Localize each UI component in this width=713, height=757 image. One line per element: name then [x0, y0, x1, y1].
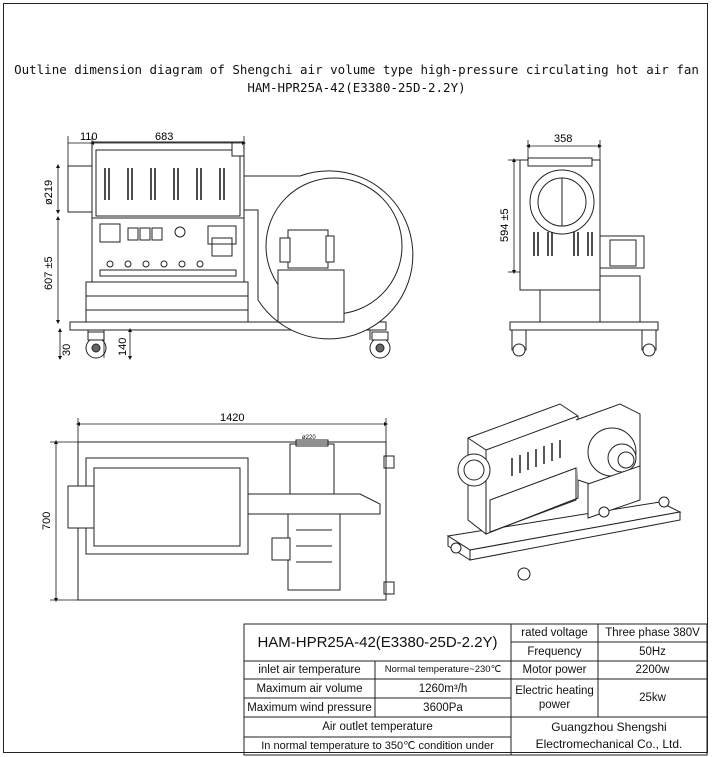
- dim-top-length: 1420: [220, 412, 244, 424]
- spec-table-grid: [243, 623, 708, 756]
- company-name-line1: Guangzhou Shengshi: [551, 720, 667, 734]
- dim-front-width: 683: [155, 131, 173, 143]
- top-view: [67, 439, 395, 601]
- company-name-line2: Electromechanical Co., Ltd.: [535, 737, 683, 751]
- model-subtitle: HAM-HPR25A-42(E3380-25D-2.2Y): [247, 80, 466, 95]
- label-heating-power: Electric heating power: [515, 685, 594, 711]
- value-outlet-temp: In normal temperature to 350℃ condition …: [261, 740, 494, 752]
- value-frequency: 50Hz: [639, 645, 666, 658]
- dim-left-offset: 110: [80, 131, 98, 143]
- dim-lower-height: 607 ±5: [43, 256, 55, 290]
- value-motor-power: 2200w: [635, 664, 670, 676]
- dim-side-height: 594 ±5: [499, 208, 511, 242]
- value-inlet-temp: Normal temperature~230℃: [384, 664, 502, 675]
- side-view: [509, 157, 659, 357]
- dim-duct-diameter: ø219: [43, 180, 55, 205]
- label-rated-voltage: rated voltage: [521, 627, 588, 639]
- label-outlet-temp: Air outlet temperature: [322, 721, 433, 733]
- dim-side-width: 358: [554, 133, 572, 145]
- front-view: [67, 141, 414, 359]
- label-frequency: Frequency: [527, 645, 582, 658]
- label-motor-power: Motor power: [522, 664, 587, 676]
- drawing-title: Outline dimension diagram of Shengchi ai…: [14, 62, 699, 77]
- table-model: HAM-HPR25A-42(E3380-25D-2.2Y): [257, 633, 498, 651]
- dim-wheel-height: 30: [61, 344, 73, 356]
- dim-wheel-width: 140: [117, 338, 129, 356]
- label-inlet-temp: inlet air temperature: [258, 664, 361, 676]
- label-max-wind-pressure: Maximum wind pressure: [247, 701, 372, 714]
- label-max-air-volume: Maximum air volume: [256, 682, 363, 695]
- dim-top-width: 700: [41, 512, 53, 530]
- value-rated-voltage: Three phase 380V: [605, 627, 700, 639]
- value-max-air-volume: 1260m³/h: [418, 682, 468, 695]
- drawing-frame: [3, 3, 708, 753]
- value-max-wind-pressure: 3600Pa: [423, 701, 463, 714]
- value-heating-power: 25kw: [639, 692, 666, 704]
- isometric-view: [446, 403, 682, 581]
- dim-fan-diameter: ø220: [302, 435, 316, 441]
